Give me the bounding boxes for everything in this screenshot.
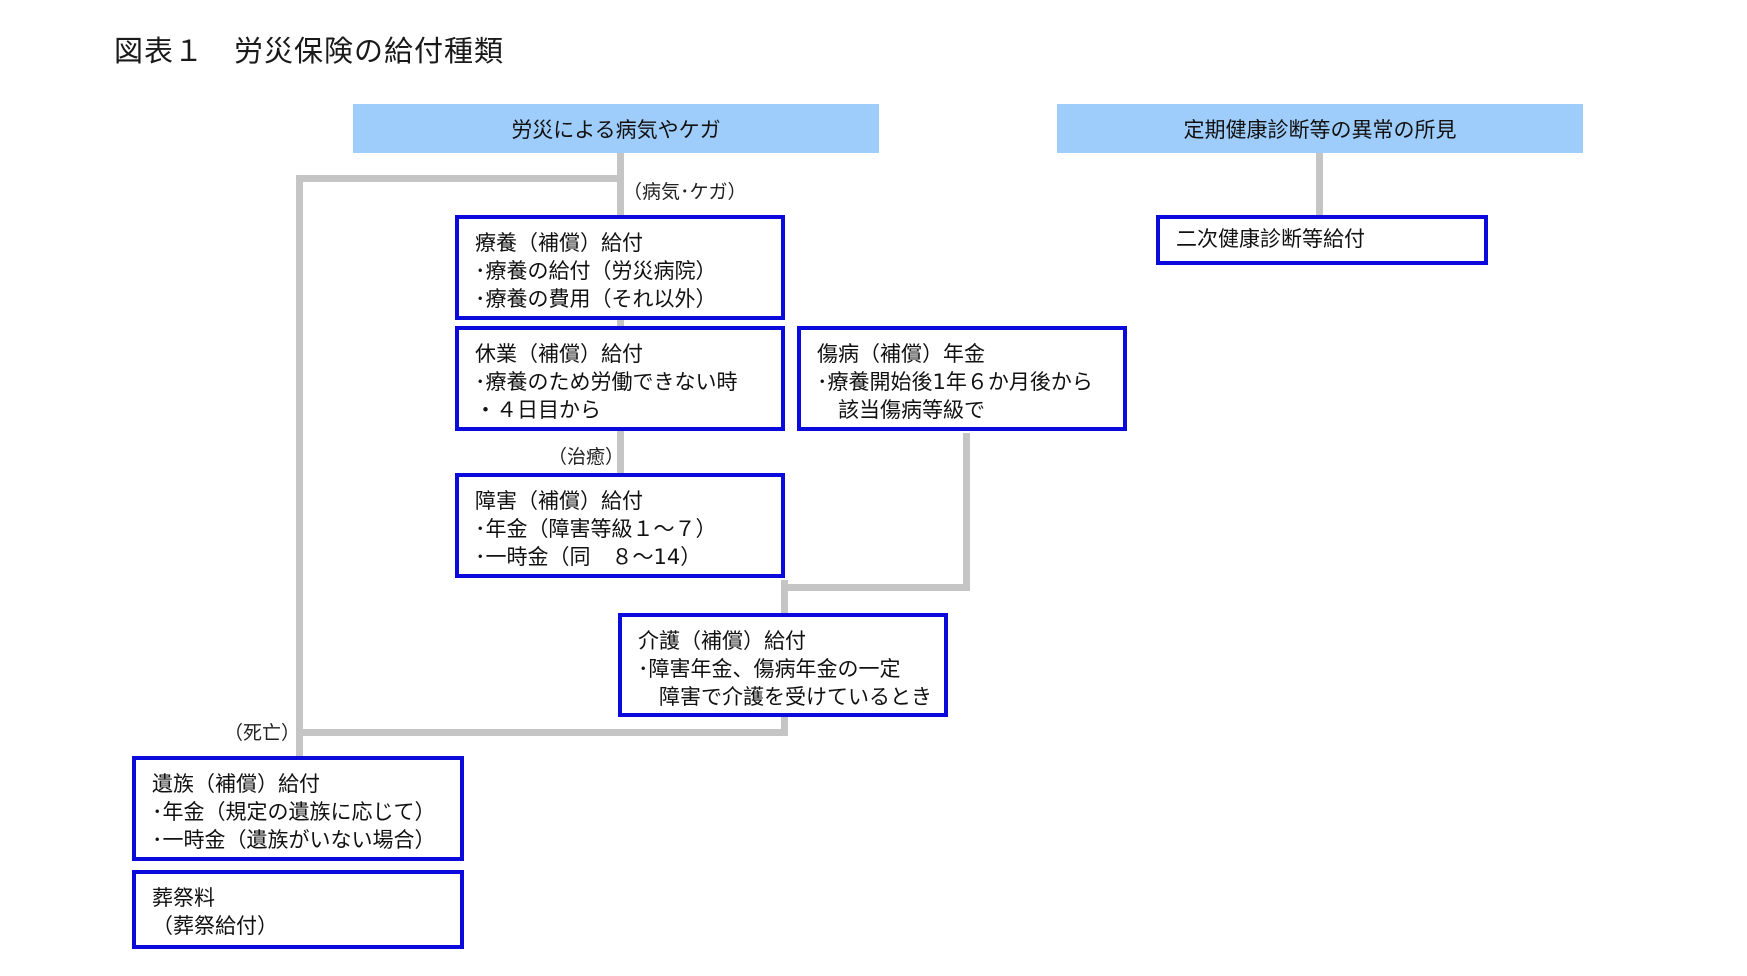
box-injury-pension: 傷病（補償）年金 ･療養開始後1年６か月後から 該当傷病等級で <box>797 326 1127 431</box>
box-funeral-benefit: 葬祭料 （葬祭給付） <box>132 870 464 949</box>
box-survivor-line-2: ･年金（規定の遺族に応じて） <box>152 800 436 824</box>
box-nursing-line-1: 介護（補償）給付 <box>638 629 806 653</box>
label-cured: （治癒） <box>548 446 625 468</box>
box-absence-line-2: ･療養のため労働できない時 <box>475 370 738 394</box>
label-illness-injury: （病気･ケガ） <box>623 181 747 203</box>
box-secondary-checkup-benefit: 二次健康診断等給付 <box>1156 215 1488 265</box>
connector-death-line <box>296 175 303 757</box>
label-death: （死亡） <box>224 722 301 744</box>
box-injury-pension-line-3: 該当傷病等級で <box>817 398 985 422</box>
box-medical-line-3: ･療養の費用（それ以外） <box>475 287 717 311</box>
box-disability-benefit: 障害（補償）給付 ･年金（障害等級１～７） ･一時金（同 ８～14） <box>455 473 785 578</box>
box-injury-pension-line-2: ･療養開始後1年６か月後から <box>817 370 1093 394</box>
header-checkup: 定期健康診断等の異常の所見 <box>1057 104 1583 153</box>
box-survivor-benefit: 遺族（補償）給付 ･年金（規定の遺族に応じて） ･一時金（遺族がいない場合） <box>132 756 464 861</box>
header-injury: 労災による病気やケガ <box>353 104 879 153</box>
box-funeral-line-1: 葬祭料 <box>152 886 215 910</box>
box-absence-benefit: 休業（補償）給付 ･療養のため労働できない時 ・４日目から <box>455 326 785 431</box>
box-survivor-line-3: ･一時金（遺族がいない場合） <box>152 828 436 852</box>
box-nursing-line-2: ･障害年金、傷病年金の一定 <box>638 657 901 681</box>
box-nursing-line-3: 障害で介護を受けているとき <box>638 685 932 709</box>
box-injury-pension-line-1: 傷病（補償）年金 <box>817 342 985 366</box>
connector-injury-pension-down <box>963 433 970 591</box>
box-absence-line-3: ・４日目から <box>475 398 601 422</box>
box-medical-line-2: ･療養の給付（労災病院） <box>475 259 717 283</box>
box-disability-line-3: ･一時金（同 ８～14） <box>475 545 702 569</box>
connector-nursing-to-death <box>781 713 788 736</box>
connector-left-branch <box>296 175 624 182</box>
figure-title: 図表１ 労災保険の給付種類 <box>114 34 505 68</box>
box-survivor-line-1: 遺族（補償）給付 <box>152 772 320 796</box>
connector-death-horizontal <box>296 729 788 736</box>
connector-checkup-trunk <box>1316 153 1323 217</box>
connector-to-nursing-horizontal <box>781 584 970 591</box>
box-disability-line-1: 障害（補償）給付 <box>475 489 643 513</box>
connector-disability-to-nursing <box>781 580 788 614</box>
box-absence-line-1: 休業（補償）給付 <box>475 342 643 366</box>
box-secondary-checkup-line-1: 二次健康診断等給付 <box>1176 227 1365 251</box>
box-medical-benefit: 療養（補償）給付 ･療養の給付（労災病院） ･療養の費用（それ以外） <box>455 215 785 320</box>
box-funeral-line-2: （葬祭給付） <box>152 914 278 938</box>
box-medical-line-1: 療養（補償）給付 <box>475 231 643 255</box>
box-nursing-benefit: 介護（補償）給付 ･障害年金、傷病年金の一定 障害で介護を受けているとき <box>618 613 948 717</box>
box-disability-line-2: ･年金（障害等級１～７） <box>475 517 717 541</box>
